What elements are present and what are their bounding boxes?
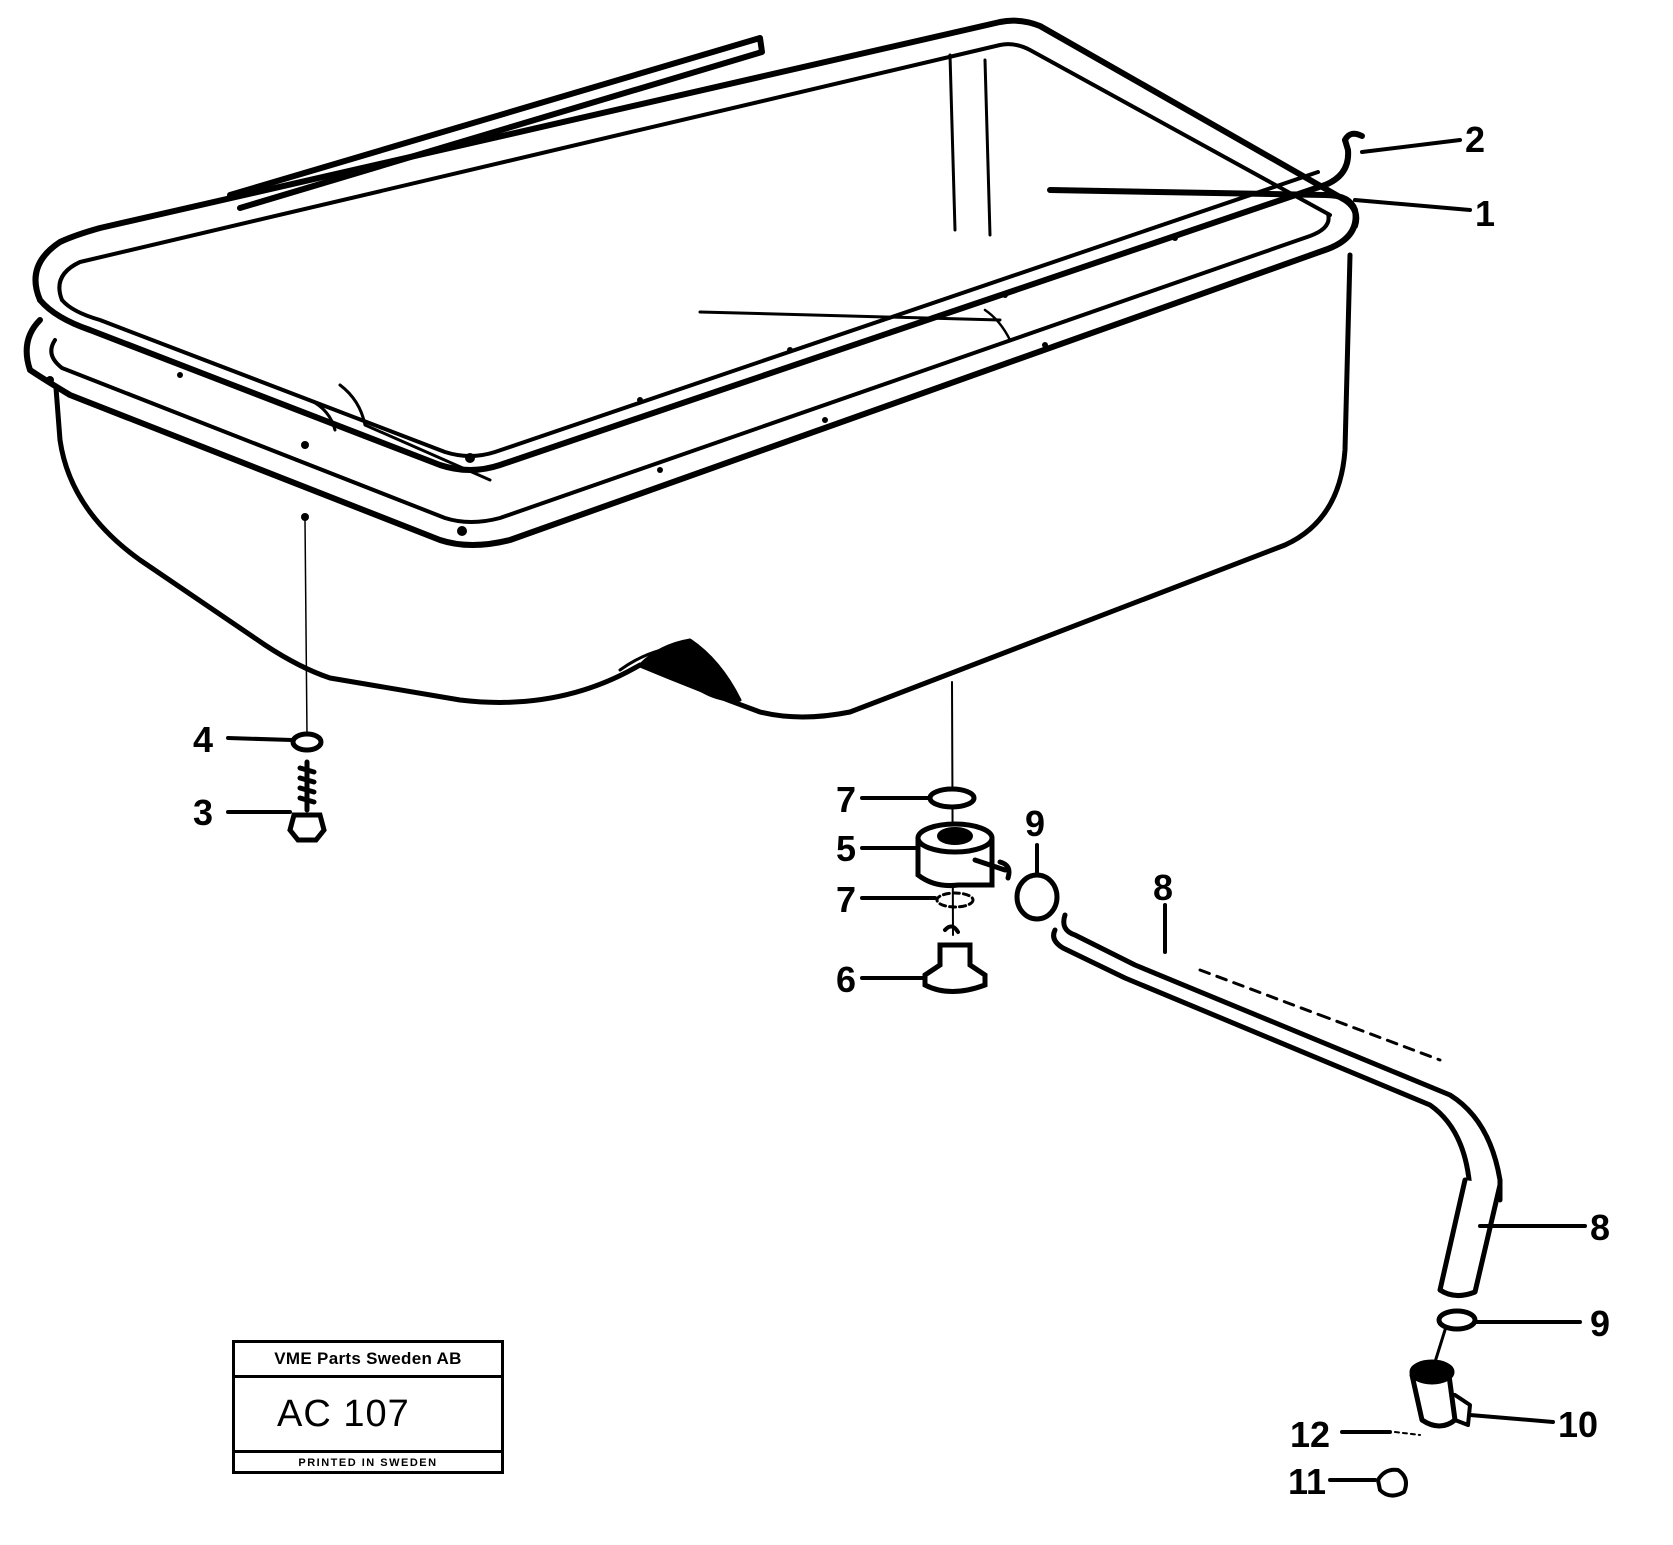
flange-hole: [301, 513, 309, 521]
drain-assembly: [915, 681, 1012, 994]
washer-part-4: [290, 731, 324, 753]
small-washer: [943, 924, 960, 934]
flange-hole: [1172, 235, 1178, 241]
bolt-shank: [297, 759, 317, 813]
callout-12: 12: [1290, 1414, 1330, 1455]
connector-stem: [1433, 1328, 1447, 1364]
connector-tab: [1453, 1393, 1472, 1427]
gasket-rim-inner: [57, 42, 1332, 302]
callout-11: 11: [1288, 1461, 1326, 1502]
bolt-head-part-3: [287, 812, 327, 843]
flange-hole: [657, 467, 663, 473]
flange-holes: [46, 235, 1178, 536]
callout-8b: 8: [1590, 1207, 1610, 1248]
flange-hole: [177, 372, 183, 378]
callout-9b: 9: [1590, 1303, 1610, 1344]
callout-4: 4: [193, 719, 213, 760]
connector-top: [1409, 1359, 1455, 1385]
hose-clamp-lower-part-9: [1436, 1308, 1478, 1332]
pan-interior-bottom: [983, 308, 1012, 342]
oil-pan-sump-shadow: [638, 638, 742, 702]
bolt-assembly: [287, 519, 327, 843]
callout-6: 6: [836, 959, 856, 1000]
drain-hose-lower-segment: [1437, 1177, 1503, 1298]
stamp-printed: PRINTED IN SWEDEN: [235, 1450, 501, 1474]
gasket-rim-front-inner: [60, 170, 1320, 458]
top-rail: [227, 35, 765, 211]
drain-hose-part-8-lower: [1051, 927, 1473, 1193]
flange-hole: [465, 453, 475, 463]
bolt-centerline: [304, 519, 308, 736]
callout-1: 1: [1475, 193, 1495, 234]
flange-hole: [787, 347, 793, 353]
stamp-code: AC 107: [277, 1393, 410, 1435]
flange-hole: [46, 376, 54, 384]
callouts: 1 2 3 4 5 6 7 7 8 8 9 9 10 11 12: [193, 119, 1610, 1502]
leader-2: [1360, 138, 1462, 154]
callout-10: 10: [1558, 1404, 1598, 1445]
callout-9a: 9: [1025, 803, 1045, 844]
seal-ring-lower-part-7: [935, 891, 975, 909]
flange-hole: [637, 397, 643, 403]
flange-hole: [1042, 342, 1048, 348]
pan-interior-baffle: [308, 383, 492, 482]
leader-10: [1468, 1413, 1555, 1424]
leader-4: [226, 736, 294, 742]
gasket-tail: [1342, 130, 1365, 143]
seal-part-12: [1394, 1431, 1421, 1436]
callout-7b: 7: [836, 879, 856, 920]
callout-3: 3: [193, 792, 213, 833]
leader-lines: [226, 138, 1587, 1482]
callout-2: 2: [1465, 119, 1485, 160]
oil-pan-sump-line: [618, 643, 692, 672]
pan-interior-wall: [698, 53, 1002, 322]
flange-hole: [301, 441, 309, 449]
gasket-rim-front: [37, 137, 1352, 473]
leader-1: [1353, 198, 1472, 212]
callout-8a: 8: [1153, 867, 1173, 908]
hose-clamp-upper-part-9: [1014, 872, 1060, 922]
callout-7a: 7: [836, 779, 856, 820]
flange-hole: [457, 526, 467, 536]
flange-hole: [1002, 292, 1008, 298]
oil-pan: [23, 17, 1365, 720]
seal-ring-upper-part-7: [927, 786, 977, 810]
flange-hole: [822, 417, 828, 423]
hose-assembly: [1014, 872, 1503, 1498]
drain-hose-part-8: [1061, 912, 1503, 1203]
drain-valve-bore: [937, 827, 973, 845]
stamp-company: VME Parts Sweden AB: [235, 1343, 501, 1378]
cap-part-11: [1376, 1467, 1408, 1498]
drain-valve-nozzle: [972, 857, 1012, 881]
callout-5: 5: [836, 828, 856, 869]
drain-plug-part-6: [922, 942, 988, 994]
pan-flange-inner: [49, 212, 1331, 524]
parts-catalog-stamp: VME Parts Sweden AB AC 107 PRINTED IN SW…: [232, 1340, 504, 1474]
hose-break-lines: [1198, 968, 1442, 1062]
gasket-rim-outer: [32, 17, 1360, 303]
